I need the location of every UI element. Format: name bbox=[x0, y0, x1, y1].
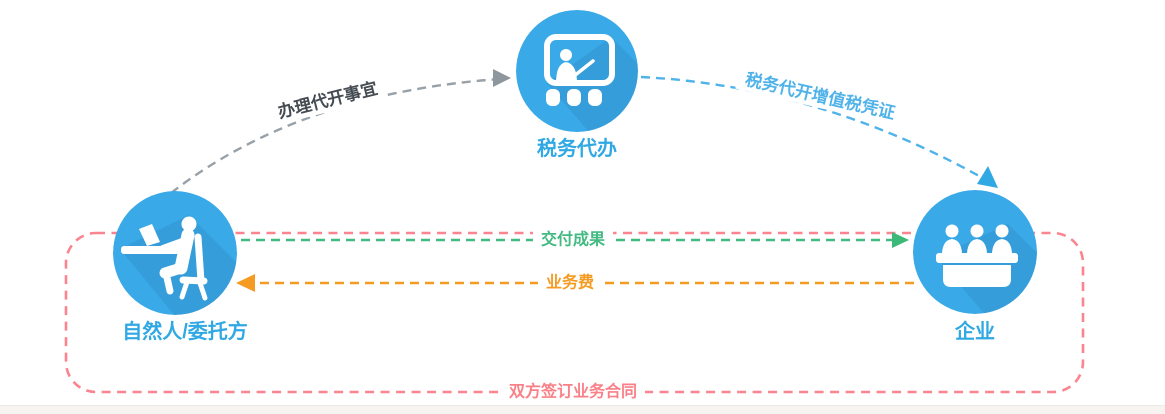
node-client bbox=[113, 191, 237, 315]
orange-arrowhead-icon bbox=[236, 274, 255, 292]
edge-label-deliver-results: 交付成果 bbox=[532, 229, 614, 251]
node-tax-agent bbox=[516, 10, 638, 132]
node-enterprise bbox=[913, 190, 1037, 314]
green-arrowhead-icon bbox=[892, 232, 909, 248]
person-desk-icon bbox=[121, 216, 208, 301]
page-bottom-strip bbox=[0, 405, 1165, 414]
edge-label-service-fee: 业务费 bbox=[537, 272, 603, 294]
edge-vat-certificate bbox=[640, 75, 998, 188]
node-label-client: 自然人/委托方 bbox=[122, 321, 248, 343]
cyan-arrowhead-icon bbox=[977, 166, 998, 188]
meeting-icon bbox=[936, 224, 1018, 287]
edge-deliver-results bbox=[241, 232, 909, 248]
node-label-enterprise: 企业 bbox=[955, 321, 995, 343]
edge-label-contract: 双方签订业务合同 bbox=[500, 381, 646, 403]
presentation-icon bbox=[544, 34, 615, 106]
node-label-tax-agent: 税务代办 bbox=[537, 138, 617, 160]
gray-arrowhead-icon bbox=[493, 69, 511, 87]
